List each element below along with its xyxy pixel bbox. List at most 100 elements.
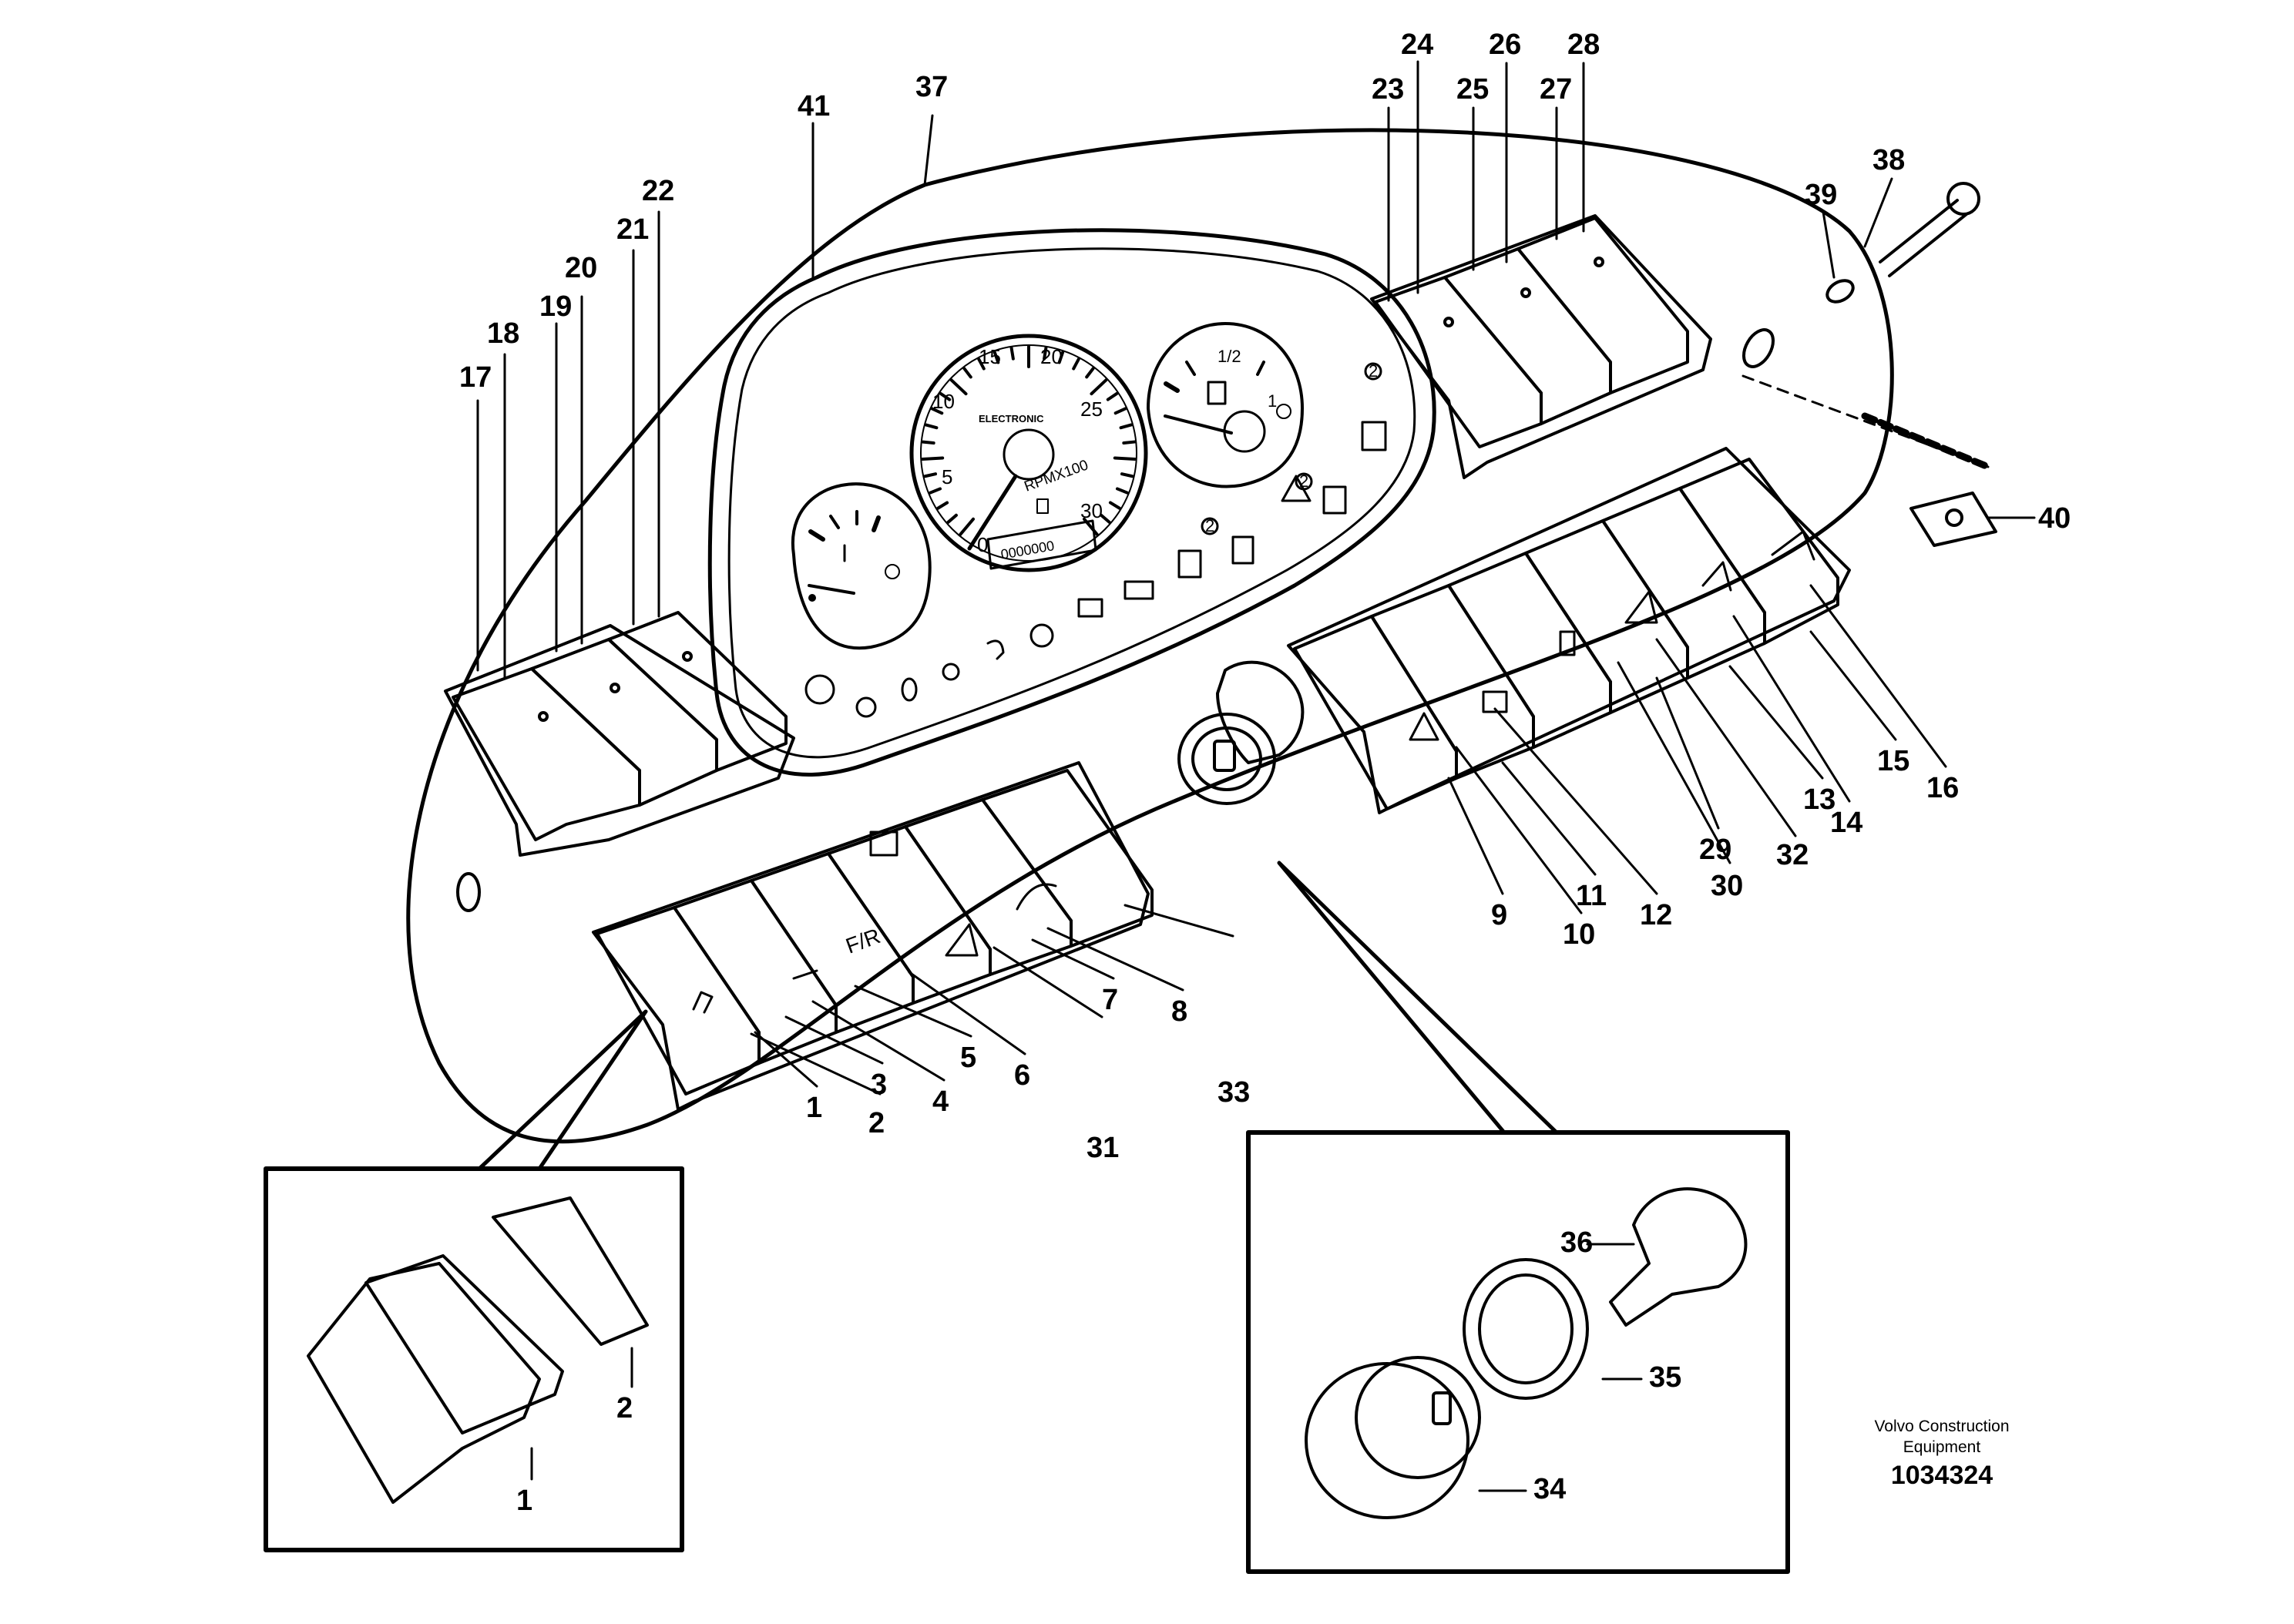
leader-39 [1823,212,1834,277]
switch-symbol [1017,884,1056,909]
tach-scale-10: 10 [932,390,955,413]
manufacturer-caption: Volvo Construction Equipment [1834,1416,2050,1458]
tach-unit-label: RPMX100 [1023,457,1091,495]
switch-indicator [611,684,619,692]
panel-mounting-slot [458,874,479,911]
callout-31: 31 [1087,1132,1119,1164]
ignition-switch[interactable] [1179,663,1302,804]
detail-lock-cylinder-34 [1306,1364,1468,1518]
coolant-tick [811,532,823,539]
oil-pressure-icon [902,679,916,700]
tachometer: 0 5 10 15 20 25 30 ELECTRONIC RPMX100 00… [912,336,1146,570]
coolant-temperature-gauge [793,484,930,648]
callout-10: 10 [1563,918,1595,951]
callout-25: 25 [1456,73,1489,106]
rocker-switch-22[interactable] [609,612,786,770]
detail-keyhole [1433,1393,1450,1424]
leader-37 [925,116,932,185]
detail-switch-rocker [366,1256,563,1433]
tachometer-tick [948,515,956,522]
engine-lamp-icon [857,698,875,716]
leader-9 [1449,778,1503,894]
tachometer-tick [1108,394,1117,400]
ignition-keyhole [1214,741,1234,770]
lamp-badge-number: 2 [1299,471,1308,491]
detail-switch-cap[interactable] [493,1198,647,1344]
rocker-switch-1[interactable] [597,908,759,1094]
callout-27: 27 [1540,73,1572,106]
rocker-switch-18[interactable] [453,669,640,840]
detail-frame-switch [266,1169,682,1550]
forward-reverse-legend: F/R [842,924,883,958]
leader-29 [1657,678,1718,828]
blank-lamp [806,676,834,703]
detail-lock-face [1356,1357,1480,1478]
tachometer-face [921,345,1137,561]
callout-41: 41 [798,90,830,122]
rocker-switch-20[interactable] [532,639,717,805]
callout-12: 12 [1640,899,1672,931]
callout-7: 7 [1102,984,1118,1016]
callout-26: 26 [1489,29,1521,61]
callout-22: 22 [642,175,674,207]
tachometer-tick [964,368,970,377]
detail-callout-35: 35 [1649,1361,1681,1394]
fuel-filter-icon [1233,537,1253,563]
tach-scale-0: 0 [977,533,988,556]
fuel-gauge-screw [1277,404,1291,418]
tachometer-tick [930,488,940,492]
switch-indicator [1522,289,1530,297]
switch-indicator [539,713,547,720]
callout-6: 6 [1014,1059,1030,1092]
callout-17: 17 [459,361,492,394]
rocker-switch-29[interactable] [1449,553,1611,747]
leader-38 [1865,179,1892,247]
lamp-badge-numbers: 2 2 2 [1205,361,1378,535]
screw-head-38 [1948,183,1979,214]
callout-23: 23 [1372,73,1404,106]
fuel-scale-half: 1/2 [1218,347,1241,366]
clip-nut-40 [1911,493,1996,545]
detail-callout-2: 2 [616,1392,633,1424]
leader-10 [1456,747,1581,913]
switch-symbol [694,992,712,1012]
callout-4: 4 [932,1085,949,1118]
rocker-switch-30[interactable] [1526,521,1688,713]
callout-37: 37 [915,71,948,103]
callout-11: 11 [1576,880,1607,912]
rocker-switch-13[interactable] [1603,488,1765,678]
coolant-gauge-screw [885,565,899,579]
callout-24: 24 [1401,29,1433,61]
detail-switch-body [308,1263,539,1502]
gauge-cluster-housing [710,230,1434,775]
switch-indicator [1445,318,1453,326]
coolant-gauge-dot [808,594,816,602]
service-icon [1031,625,1053,646]
callout-40: 40 [2038,502,2071,535]
rocker-switch-11[interactable] [1372,586,1533,778]
rocker-switch-26[interactable] [1445,249,1611,424]
tachometer-tick [1087,368,1093,377]
callout-20: 20 [565,252,597,284]
callout-19: 19 [539,290,572,323]
brake-icon [988,641,1003,659]
callout-18: 18 [487,317,519,350]
fuel-tick [1187,362,1194,374]
tachometer-tick [1012,348,1013,359]
tach-scale-15: 15 [979,345,1001,368]
coolant-level-icon [1179,551,1201,577]
detail-key-36 [1611,1189,1745,1325]
detail-callout-34: 34 [1533,1473,1566,1505]
rocker-switch-28[interactable] [1518,218,1688,393]
coolant-needle [809,586,854,593]
fuel-gauge: 1/2 1 [1148,324,1302,487]
tachometer-tick [1121,424,1132,428]
tachometer-tick [922,458,942,460]
leader-16 [1811,586,1946,767]
detail-view-ignition: 36 35 34 [1248,863,1788,1572]
tachometer-tick [1116,408,1126,413]
parking-brake-icon [1362,422,1385,450]
rocker-switch-15[interactable] [1680,459,1838,643]
instrument-panel-outline [408,130,1893,1142]
